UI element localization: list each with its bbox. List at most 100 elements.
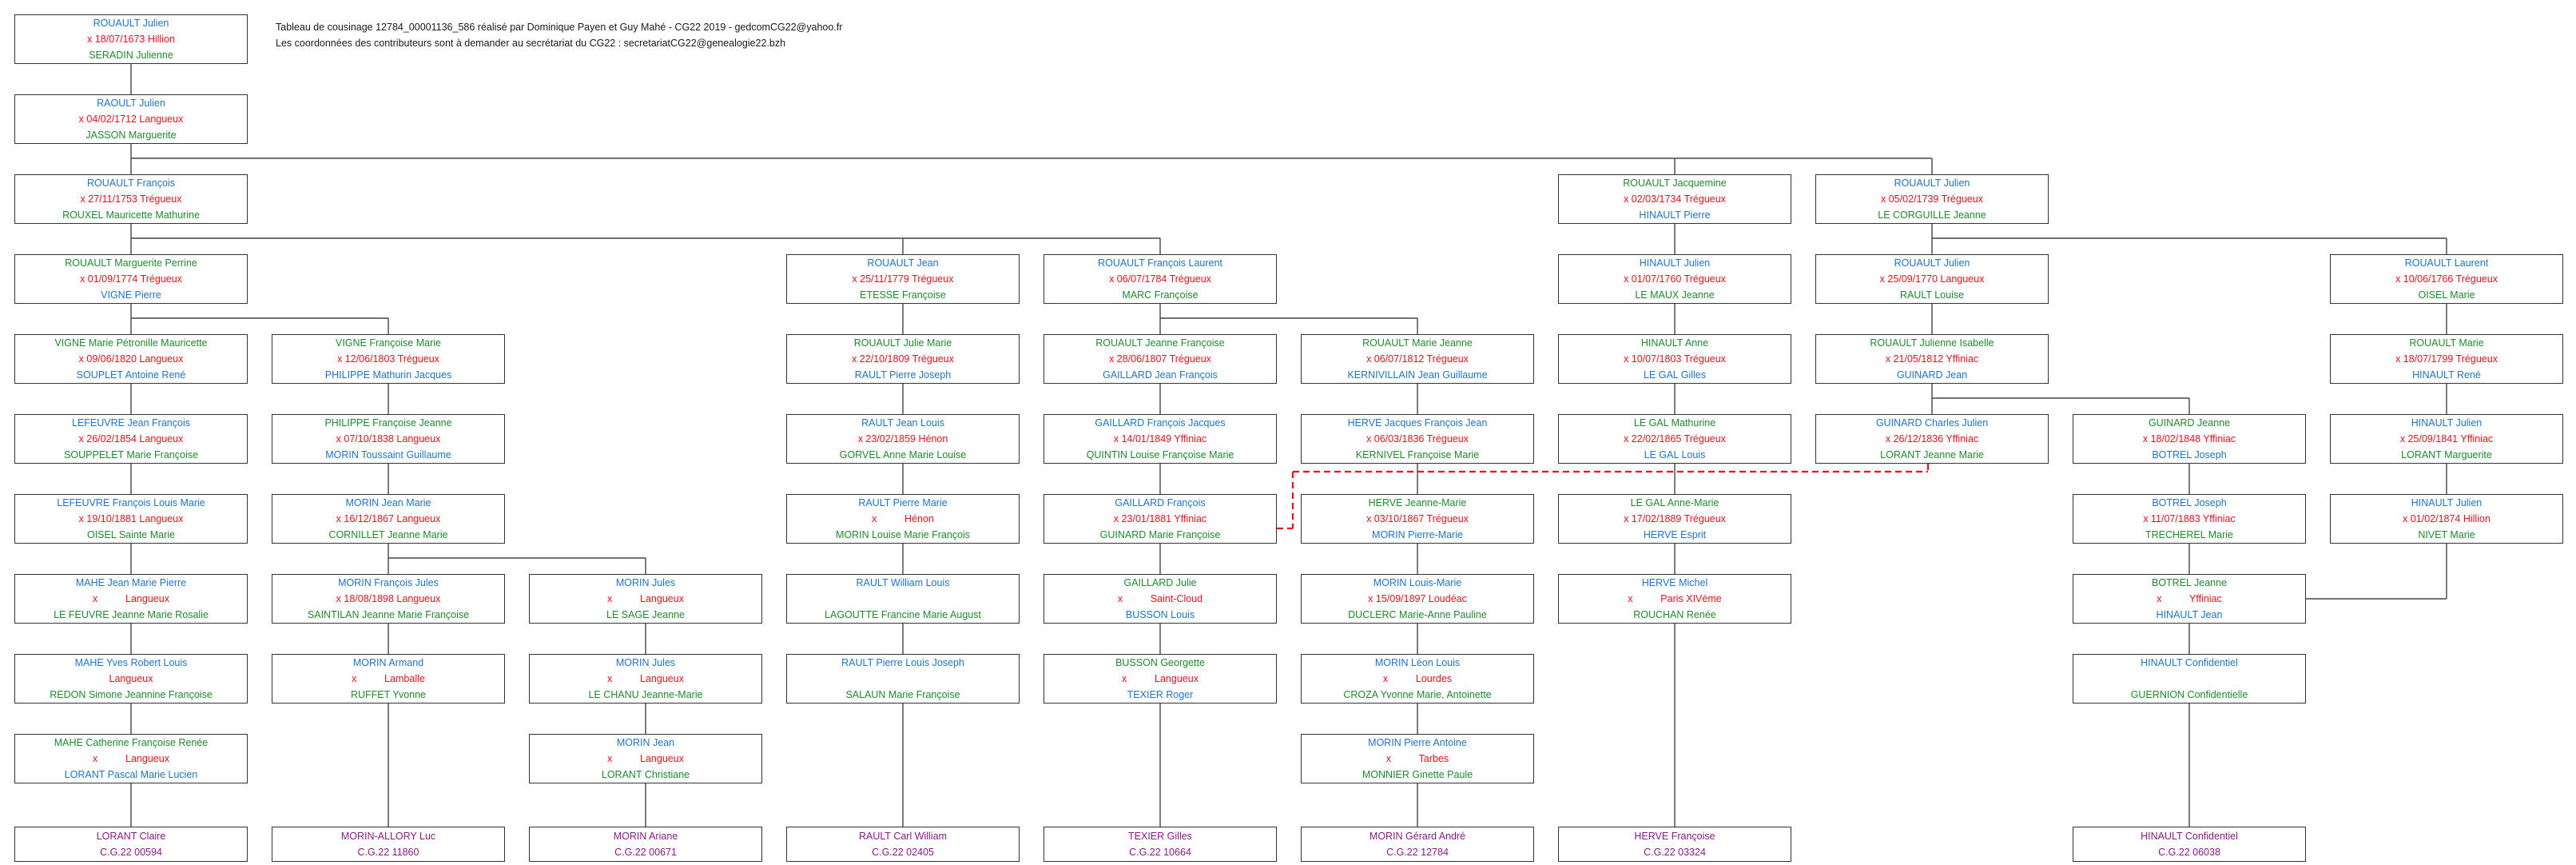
- person-name: LE GAL Mathurine: [1633, 417, 1716, 429]
- spouse-name: NIVET Marie: [2418, 529, 2475, 540]
- couple-box: LEFEUVRE Jean François x 26/02/1854 Langu…: [14, 414, 248, 464]
- spouse-name: MORIN Pierre-Marie: [1372, 529, 1463, 540]
- spouse-name: RAULT Louise: [1899, 289, 1965, 301]
- spouse-name: KERNIVEL Françoise Marie: [1355, 449, 1480, 460]
- marriage-info: x 25/09/1770 Langueux: [1879, 273, 1985, 285]
- marriage-info: Langueux: [109, 673, 153, 684]
- marriage-info: [787, 591, 1019, 607]
- person-name: LEFEUVRE François Louis Marie: [57, 497, 205, 508]
- person-name: HINAULT Julien: [2411, 497, 2483, 508]
- spouse-name: MARC Françoise: [1122, 289, 1199, 301]
- spouse-name: RAULT Pierre Joseph: [854, 369, 952, 381]
- person-name: RAULT Jean Louis: [861, 417, 944, 429]
- contributor-name: HINAULT Confidentiel: [2141, 831, 2238, 842]
- person-name: MAHE Yves Robert Louis: [74, 657, 188, 668]
- marriage-info: x 23/01/1881 Yffiniac: [1113, 513, 1207, 524]
- spouse-name: MONNIER Ginette Paule: [1362, 769, 1473, 780]
- marriage-info: x 25/09/1841 Yffiniac: [2399, 433, 2494, 444]
- contributor-id: C.G.22 02405: [872, 847, 934, 858]
- spouse-name: HINAULT Jean: [2156, 609, 2223, 620]
- marriage-info: x 03/10/1867 Trégueux: [1366, 513, 1469, 524]
- person-name: BOTREL Jeanne: [2151, 577, 2228, 588]
- spouse-name: SALAUN Marie Françoise: [845, 689, 960, 700]
- marriage-info: x 28/06/1807 Trégueux: [1109, 353, 1211, 365]
- spouse-name: HERVE Esprit: [1643, 529, 1707, 540]
- spouse-name: LAGOUTTE Francine Marie August: [825, 609, 981, 620]
- person-name: MORIN François Jules: [338, 577, 439, 588]
- spouse-name: LE GAL Gilles: [1643, 369, 1707, 381]
- marriage-info: x 10/07/1803 Trégueux: [1624, 353, 1726, 365]
- couple-box: HINAULT Anne x 10/07/1803 Trégueux LE GAL …: [1558, 334, 1791, 384]
- person-name: MAHE Jean Marie Pierre: [75, 577, 187, 588]
- person-name: LE GAL Anne-Marie: [1630, 497, 1719, 508]
- marriage-info: x 05/02/1739 Trégueux: [1881, 193, 1983, 205]
- person-name: HINAULT Anne: [1640, 337, 1709, 349]
- marriage-info: x Langueux: [607, 673, 684, 684]
- marriage-info: x 27/11/1753 Trégueux: [80, 193, 182, 205]
- person-name: ROUAULT Jacquemine: [1623, 177, 1727, 189]
- spouse-name: OISEL Marie: [2418, 289, 2475, 301]
- marriage-info: x 02/03/1734 Trégueux: [1624, 193, 1726, 205]
- marriage-info: x Lamballe: [352, 673, 425, 684]
- spouse-name: QUINTIN Louise Françoise Marie: [1086, 449, 1234, 460]
- marriage-info: x 21/05/1812 Yffiniac: [1885, 353, 1979, 365]
- marriage-info: x 01/09/1774 Trégueux: [80, 273, 182, 285]
- marriage-info: x 26/02/1854 Langueux: [78, 433, 184, 444]
- chart-header: Tableau de cousinage 12784_00001136_586 …: [276, 19, 842, 51]
- spouse-name: TEXIER Roger: [1127, 689, 1194, 700]
- contributor-name: LORANT Claire: [96, 831, 166, 842]
- spouse-name: LE FEUVRE Jeanne Marie Rosalie: [54, 609, 209, 620]
- contributor-name: MORIN Ariane: [613, 831, 678, 842]
- person-name: MORIN Jules: [615, 657, 676, 668]
- spouse-name: CROZA Yvonne Marie, Antoinette: [1343, 689, 1492, 700]
- person-name: ROUAULT Julie Marie: [853, 337, 952, 349]
- spouse-name: ROUCHAN Renée: [1633, 609, 1716, 620]
- marriage-info: x Hénon: [872, 513, 934, 524]
- marriage-info: x 18/07/1673 Hillion: [87, 34, 175, 45]
- person-name: RAULT William Louis: [856, 577, 950, 588]
- marriage-info: x 06/03/1836 Trégueux: [1366, 433, 1469, 444]
- header-line-1: Tableau de cousinage 12784_00001136_586 …: [276, 22, 843, 33]
- marriage-info: x 12/06/1803 Trégueux: [337, 353, 439, 365]
- marriage-info: x Paris XIVème: [1628, 593, 1722, 604]
- contributor-name: MORIN-ALLORY Luc: [340, 831, 436, 842]
- person-name: MORIN Jean Marie: [345, 497, 431, 508]
- spouse-name: CORNILLET Jeanne Marie: [328, 529, 448, 540]
- person-name: HERVE Michel: [1641, 577, 1708, 588]
- person-name: ROUAULT Marie: [2409, 337, 2484, 349]
- person-name: ROUAULT Julien: [93, 18, 169, 29]
- person-name: RAULT Pierre Louis Joseph: [841, 657, 964, 668]
- marriage-info: x 18/02/1848 Yffiniac: [2142, 433, 2236, 444]
- contributor-id: C.G.22 03324: [1644, 847, 1706, 858]
- person-name: MORIN Louis-Marie: [1373, 577, 1462, 588]
- marriage-info: x Langueux: [93, 753, 169, 764]
- spouse-name: LE MAUX Jeanne: [1635, 289, 1715, 301]
- person-name: HINAULT Julien: [1639, 257, 1711, 269]
- spouse-name: GUINARD Marie Françoise: [1099, 529, 1221, 540]
- spouse-name: ETESSE Françoise: [860, 289, 946, 301]
- person-name: ROUAULT Julien: [1894, 177, 1970, 189]
- person-name: MORIN Armand: [352, 657, 424, 668]
- contributor-id: C.G.22 06038: [2158, 847, 2220, 858]
- person-name: MORIN Léon Louis: [1374, 657, 1461, 668]
- marriage-info: x 07/10/1838 Langueux: [336, 433, 441, 444]
- spouse-name: LORANT Christiane: [601, 769, 690, 780]
- spouse-name: GUINARD Jean: [1896, 369, 1968, 381]
- person-name: MAHE Catherine Françoise Renée: [54, 737, 209, 748]
- person-name: LEFEUVRE Jean François: [72, 417, 190, 429]
